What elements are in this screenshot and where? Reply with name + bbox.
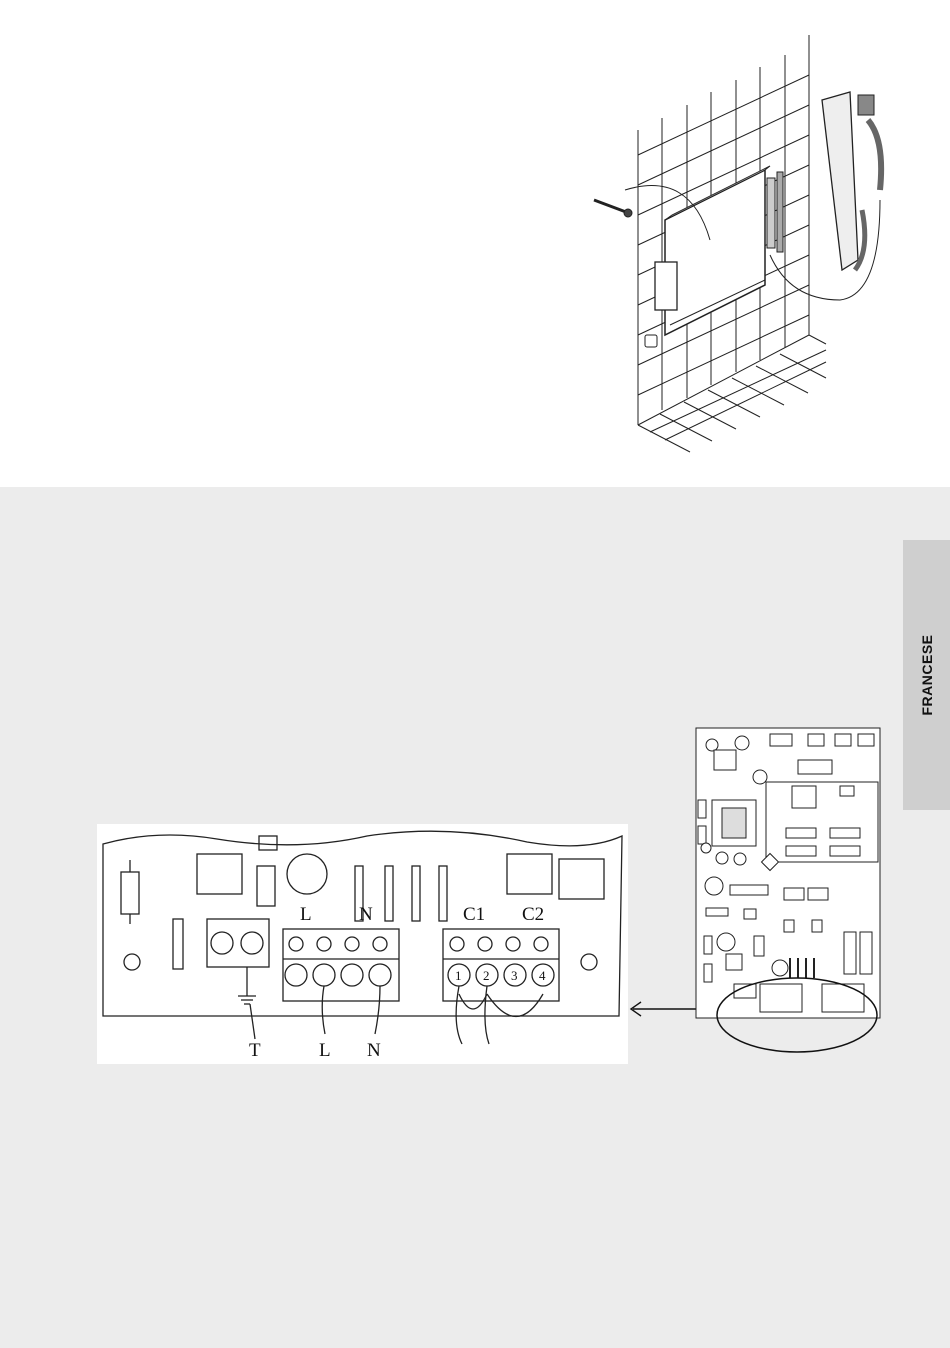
- terminal-label-c2: C2: [522, 904, 544, 925]
- wall-mount-illustration: [0, 0, 950, 487]
- terminal-label-l-top: L: [300, 904, 312, 925]
- terminal-number-2: 2: [483, 968, 490, 983]
- language-side-tab-label: FRANCESE: [919, 634, 935, 715]
- terminal-number-4: 4: [539, 968, 546, 983]
- terminal-label-c1: C1: [463, 904, 485, 925]
- language-side-tab: FRANCESE: [903, 540, 950, 810]
- terminal-label-n-bottom: N: [367, 1040, 381, 1061]
- control-board-illustration: [690, 722, 890, 1057]
- installation-figure-area: [0, 0, 950, 487]
- terminal-number-3: 3: [511, 968, 518, 983]
- terminal-label-l-bottom: L: [319, 1040, 331, 1061]
- terminal-number-1: 1: [455, 968, 462, 983]
- terminal-label-n-top: N: [359, 904, 373, 925]
- terminal-label-t: T: [249, 1040, 261, 1061]
- terminal-block-diagram: L N C1 C2 1 2 3 4 T L N: [97, 824, 628, 1064]
